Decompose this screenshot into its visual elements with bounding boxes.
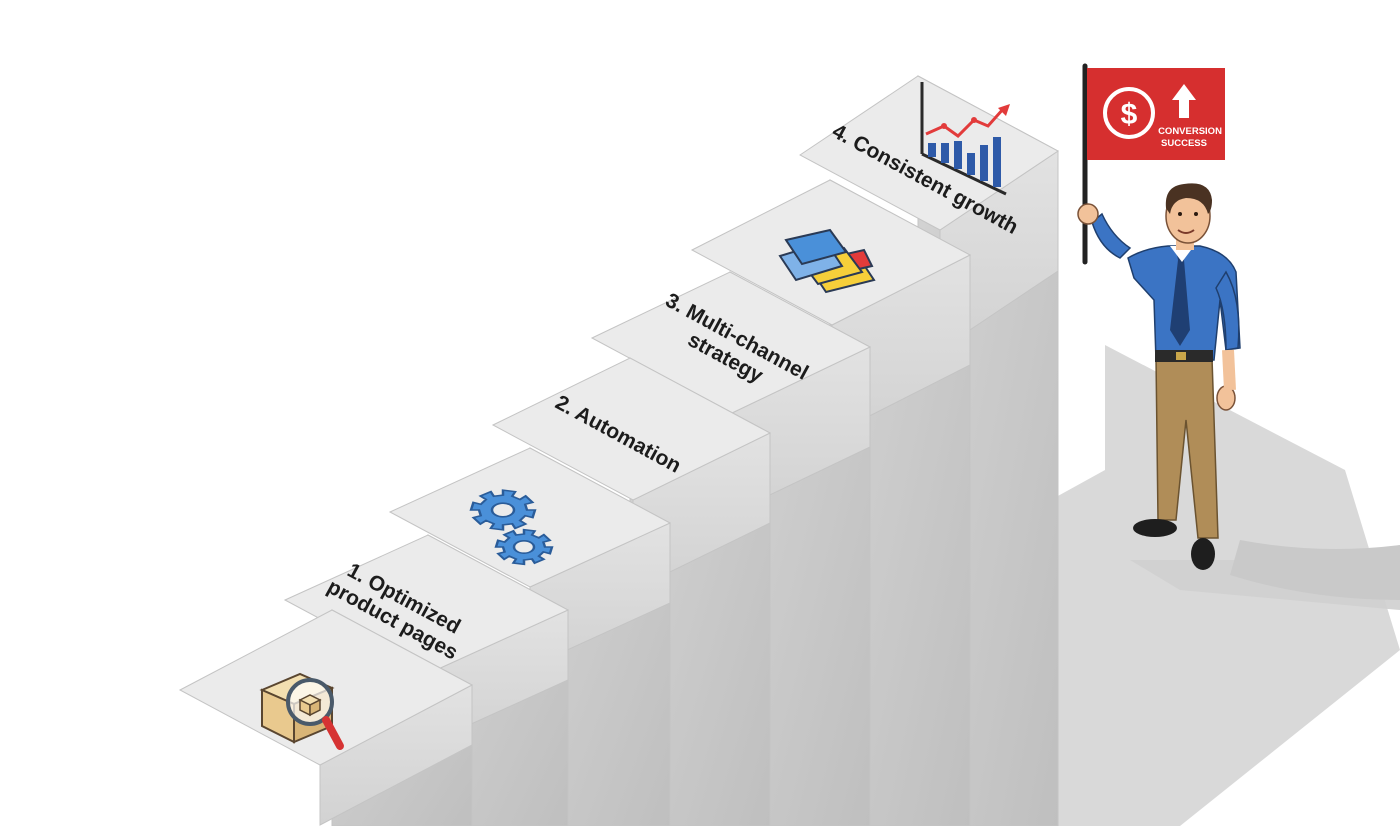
dollar-icon: $ xyxy=(1103,87,1155,139)
svg-text:$: $ xyxy=(1121,98,1138,131)
box-search-icon xyxy=(259,672,344,750)
arrow-up-icon xyxy=(1172,84,1196,118)
chart-bar xyxy=(980,145,988,181)
flag-text-line1: CONVERSION xyxy=(1158,126,1222,137)
conversion-flag: $ CONVERSION SUCCESS xyxy=(1082,63,1225,265)
businessman xyxy=(1077,183,1241,570)
flag-text-line2: SUCCESS xyxy=(1161,138,1207,149)
chart-bar xyxy=(954,141,962,169)
gears-icon xyxy=(469,489,554,566)
growth-chart-icon xyxy=(920,82,1010,196)
chart-bar xyxy=(928,143,936,157)
step-top-4 xyxy=(491,357,772,501)
chart-bar xyxy=(993,137,1001,187)
staircase xyxy=(178,75,1059,826)
chart-bar xyxy=(941,143,949,163)
chart-bar xyxy=(967,153,975,175)
layers-icon xyxy=(778,228,876,294)
